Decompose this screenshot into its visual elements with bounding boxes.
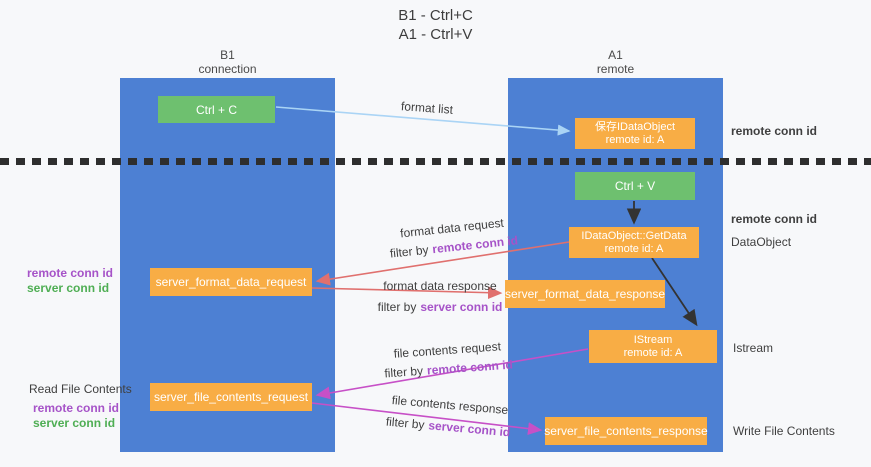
node-getdata-line1: IDataObject::GetData [581,229,687,242]
column-header-b1: B1 connection [120,48,335,76]
filter-key-server-conn-id: server conn id [427,418,511,440]
annotation-read-file-contents: Read File Contents [29,382,132,396]
column-a1-id: A1 [608,48,623,62]
filter-by-prefix: filter by [385,414,426,432]
node-istream-line2: remote id: A [623,346,683,359]
column-a1-subtitle: remote [596,62,635,76]
edge-label-format-data-response-text: format data response [383,279,497,293]
node-ctrl-v: Ctrl + V [575,172,695,200]
column-b1-id: B1 [220,48,235,62]
node-server-format-data-request-label: server_format_data_request [155,275,307,289]
annotation-server-conn-id-left-2: server conn id [33,416,116,430]
node-save-idataobject-line1: 保存IDataObject [594,120,676,133]
phase-separator-dashed-line [0,158,871,165]
annotation-server-conn-id-left-1: server conn id [27,281,110,295]
filter-key-server-conn-id: server conn id [420,300,503,314]
node-server-format-data-request: server_format_data_request [150,268,312,296]
edge-label-format-list: format list [387,98,468,118]
node-istream-line1: IStream [633,333,673,346]
node-istream: IStream remote id: A [589,330,717,363]
annotation-remote-conn-id-top: remote conn id [731,124,818,138]
node-server-file-contents-response-label: server_file_contents_response [544,424,708,438]
filter-key-remote-conn-id: remote conn id [426,357,514,378]
annotation-remote-conn-id-left-2: remote conn id [33,401,120,415]
annotation-dataobject: DataObject [731,235,792,249]
edge-label-format-list-text: format list [400,99,454,117]
node-idataobject-getdata: IDataObject::GetData remote id: A [569,227,699,258]
filter-by-prefix: filter by [389,242,430,261]
filter-by-prefix: filter by [383,363,424,381]
node-getdata-line2: remote id: A [604,242,664,255]
diagram-title: B1 - Ctrl+C A1 - Ctrl+V [0,6,871,44]
column-b1-subtitle: connection [198,62,257,76]
node-server-format-data-response: server_format_data_response [505,280,665,308]
annotation-left-conn-ids-top: remote conn id server conn id [27,266,113,296]
column-header-a1: A1 remote [508,48,723,76]
title-line-2: A1 - Ctrl+V [398,26,473,43]
filter-by-prefix: filter by [377,300,417,314]
node-ctrl-v-label: Ctrl + V [614,179,656,193]
annotation-istream: Istream [733,341,774,355]
node-server-file-contents-response: server_file_contents_response [544,417,708,445]
title-line-1: B1 - Ctrl+C [398,7,473,24]
node-save-idataobject: 保存IDataObject remote id: A [575,118,695,149]
node-server-file-contents-request-label: server_file_contents_request [153,390,309,404]
annotation-remote-conn-id-mid: remote conn id [731,212,818,226]
node-save-idataobject-line2: remote id: A [605,133,665,146]
annotation-left-conn-ids-bottom: remote conn id server conn id [33,401,119,431]
node-ctrl-c-label: Ctrl + C [195,102,237,117]
annotation-write-file-contents: Write File Contents [733,424,835,438]
node-server-file-contents-request: server_file_contents_request [150,383,312,411]
annotation-remote-conn-id-left-1: remote conn id [27,266,114,280]
node-server-format-data-response-label: server_format_data_response [504,287,666,301]
node-ctrl-c: Ctrl + C [158,96,275,123]
